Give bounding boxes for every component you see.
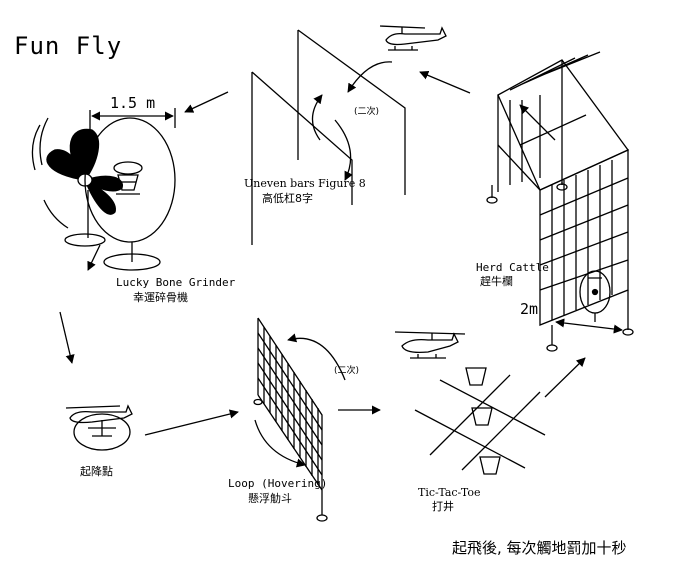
- takeoff-station: [65, 404, 133, 451]
- herd-cattle-label-zh: 趕牛欄: [480, 275, 513, 288]
- helicopter-uneven-bars: [379, 25, 447, 51]
- page-title: Fun Fly: [14, 32, 123, 60]
- penalty-note: 起飛後, 每次觸地罰加十秒: [452, 539, 627, 557]
- tictactoe-label-en: Tic-Tac-Toe: [418, 486, 481, 499]
- loop-label-en: Loop (Hovering): [228, 477, 328, 490]
- uneven-bars-label-zh: 高低杠8字: [262, 192, 313, 205]
- loop-station: [253, 317, 346, 522]
- tictactoe-station: [394, 331, 546, 475]
- uneven-bars-label-en: Uneven bars Figure 8: [244, 177, 366, 190]
- loop-repeat: (二次): [334, 366, 360, 376]
- flow-arrows: [59, 70, 586, 436]
- herd-cattle-station: [486, 51, 634, 352]
- uneven-bars-repeat: (二次): [354, 107, 380, 117]
- grinder-label-zh: 幸運碎骨機: [133, 291, 188, 304]
- herd-cattle-label-en: Herd Cattle: [476, 261, 549, 274]
- helicopter-tictactoe: [394, 331, 466, 359]
- takeoff-label-zh: 起降點: [80, 465, 113, 478]
- loop-label-zh: 懸浮觔斗: [248, 492, 292, 505]
- grinder-station: [31, 108, 176, 271]
- tictactoe-label-zh: 打井: [432, 500, 454, 513]
- cattle-width-label: 2m: [520, 300, 539, 318]
- uneven-bars-station: [251, 25, 447, 245]
- grinder-label-en: Lucky Bone Grinder: [116, 276, 236, 289]
- grinder-width-label: 1.5 m: [110, 94, 156, 112]
